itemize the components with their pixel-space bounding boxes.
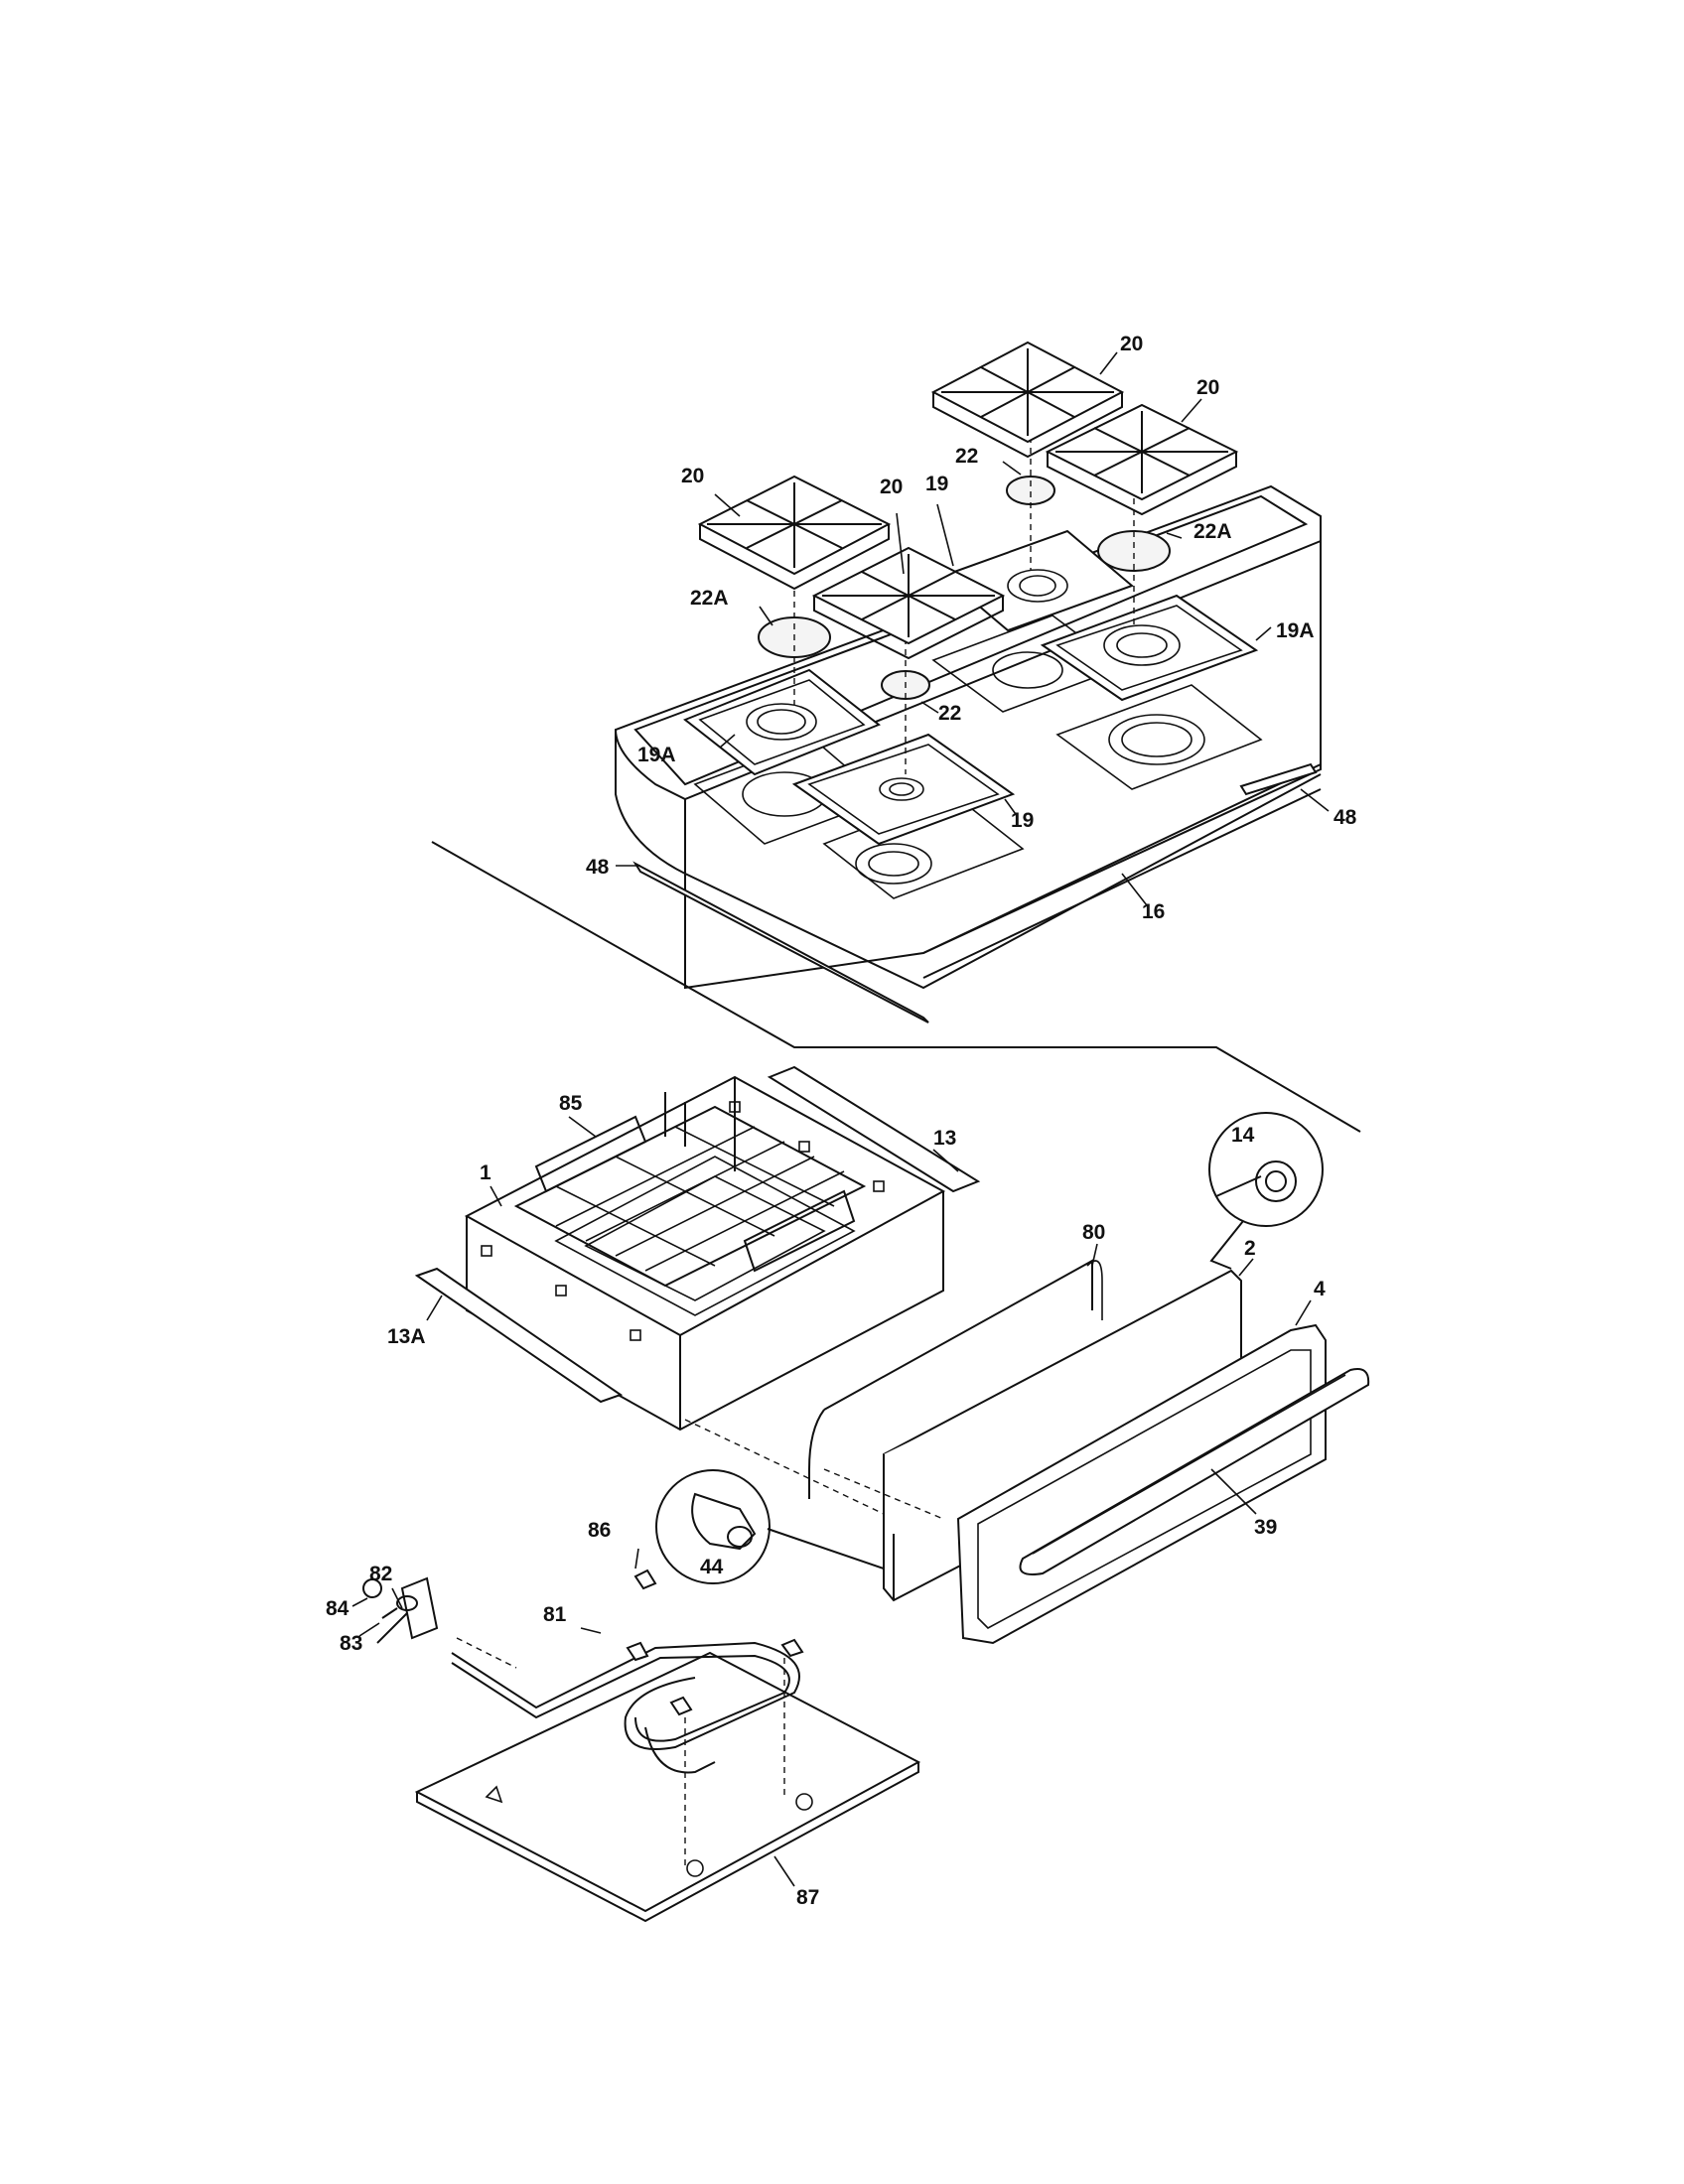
label-81: 81: [543, 1603, 567, 1626]
detail-callout-14: [1208, 1112, 1324, 1270]
burner-recess-right: [1055, 684, 1263, 790]
drawer-slide-13: [767, 1065, 981, 1193]
label-82: 82: [369, 1563, 392, 1585]
trim-strip-48-left: [632, 861, 929, 1024]
label-13: 13: [933, 1127, 956, 1150]
drawer-assembly: [414, 1065, 1370, 1645]
grate-20-left: [697, 475, 892, 591]
label-2: 2: [1244, 1237, 1256, 1260]
label-22A: 22A: [690, 587, 729, 610]
drawer-slide-13A: [414, 1267, 624, 1404]
label-87: 87: [796, 1886, 819, 1909]
label-39: 39: [1254, 1516, 1277, 1539]
grate-20-center: [811, 546, 1006, 660]
grate-20-rear: [930, 341, 1125, 459]
clip-86: [633, 1569, 657, 1590]
label-84: 84: [326, 1597, 350, 1620]
label-22A: 22A: [1193, 520, 1232, 543]
label-14: 14: [1231, 1124, 1255, 1147]
label-20: 20: [880, 476, 903, 498]
label-44: 44: [700, 1556, 724, 1578]
label-1: 1: [480, 1161, 491, 1184]
label-80: 80: [1082, 1221, 1105, 1244]
trim-strip-48-right: [1239, 762, 1318, 796]
ignitor-bracket: [362, 1576, 439, 1644]
label-20: 20: [1196, 376, 1219, 399]
label-86: 86: [588, 1519, 611, 1542]
drawer-liner-80: [808, 1259, 1103, 1499]
leader-lines: [351, 351, 1330, 1887]
bottom-assembly: [362, 1569, 921, 1923]
label-4: 4: [1314, 1278, 1326, 1300]
label-13A: 13A: [387, 1325, 426, 1348]
label-19A: 19A: [637, 744, 676, 766]
label-83: 83: [340, 1632, 362, 1655]
broiler-rack: [513, 1092, 867, 1288]
label-20: 20: [1120, 333, 1143, 355]
burner-grate-pad-19-front: [791, 733, 1016, 846]
burner-grate-pad-19-rear: [941, 529, 1134, 632]
label-85: 85: [559, 1092, 583, 1115]
label-16: 16: [1142, 900, 1165, 923]
label-19: 19: [1011, 809, 1034, 832]
label-19: 19: [925, 473, 948, 495]
burner-grate-pad-19A-left: [683, 668, 881, 776]
label-19A: 19A: [1276, 619, 1315, 642]
oven-bottom-panel-87: [414, 1651, 921, 1923]
drawer-body: [464, 1075, 946, 1432]
label-20: 20: [681, 465, 704, 487]
grate-20-right: [1045, 403, 1239, 516]
detail-callout-44: [655, 1469, 885, 1584]
label-48: 48: [586, 856, 610, 879]
heating-element-81: [451, 1641, 800, 1774]
label-22: 22: [938, 702, 961, 725]
label-22: 22: [955, 445, 978, 468]
part-labels: 20 20 20 20 19 22 22A 22A 19A 22 19A 19 …: [326, 333, 1357, 1909]
label-48: 48: [1333, 806, 1357, 829]
cooktop-assembly: [431, 341, 1361, 1133]
burner-grate-pad-19A-right: [1040, 594, 1259, 702]
door-handle-39: [1019, 1368, 1370, 1575]
